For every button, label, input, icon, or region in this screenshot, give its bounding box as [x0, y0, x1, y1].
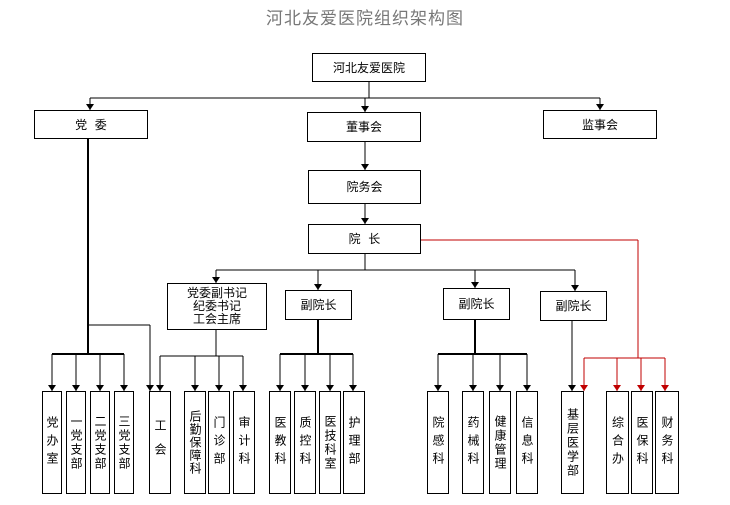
hospital-affairs-box: 院务会: [308, 170, 421, 204]
dept-information: 信息科: [516, 391, 538, 494]
root-box: 河北友爱医院: [312, 53, 426, 82]
dept-audit-label: 审计科: [237, 415, 251, 470]
dept-party-office: 党办室: [42, 391, 62, 494]
dept-outpatient: 门诊部: [208, 391, 230, 494]
vice-president-3-box: 副院长: [540, 291, 607, 321]
dept-infection-label: 院感科: [431, 415, 445, 470]
party-committee-label: 党 委: [75, 117, 107, 132]
dept-logistics: 后勤保障科: [184, 391, 206, 494]
dept-health-mgmt-label: 健康管理: [493, 414, 507, 471]
board-box: 董事会: [307, 112, 421, 142]
vice-president-1-label: 副院长: [300, 298, 337, 312]
dept-infection: 院感科: [427, 391, 449, 494]
vice-president-3-label: 副院长: [555, 299, 592, 313]
root-label: 河北友爱医院: [332, 60, 405, 75]
hospital-affairs-label: 院务会: [346, 180, 383, 194]
vice-president-1-box: 副院长: [285, 290, 352, 320]
party-deputy-line-2: 纪委书记: [192, 299, 241, 313]
dept-audit: 审计科: [233, 391, 255, 494]
party-deputy-line-3: 工会主席: [192, 312, 241, 326]
chart-title: 河北友爱医院组织架构图: [266, 9, 464, 29]
dept-branch-2-label: 二党支部: [93, 414, 107, 471]
supervisors-box: 监事会: [543, 110, 657, 139]
dept-branch-2: 二党支部: [90, 391, 110, 494]
dept-branch-1-label: 一党支部: [69, 414, 83, 471]
dept-pharmacy: 药械科: [462, 391, 484, 494]
vice-president-2-box: 副院长: [443, 288, 510, 320]
supervisors-label: 监事会: [581, 117, 618, 132]
party-committee-box: 党 委: [34, 110, 148, 139]
dept-quality-label: 质控科: [298, 415, 312, 470]
dept-med-tech-label: 医技科室: [323, 414, 337, 471]
dept-pharmacy-label: 药械科: [466, 415, 480, 470]
dept-nursing: 护理部: [343, 391, 365, 494]
dept-nursing-label: 护理部: [347, 415, 361, 470]
dept-education: 医教科: [269, 391, 291, 494]
dept-health-mgmt: 健康管理: [489, 391, 511, 494]
dept-party-office-label: 党办室: [45, 415, 59, 470]
dept-education-label: 医教科: [273, 415, 287, 470]
dept-general-office: 综合办: [606, 391, 629, 494]
dept-logistics-label: 后勤保障科: [188, 410, 202, 475]
dept-primary-care: 基层医学部: [561, 391, 584, 494]
dept-branch-3: 三党支部: [114, 391, 134, 494]
dept-finance-label: 财务科: [660, 415, 674, 470]
dept-union-label: 工会: [153, 418, 167, 467]
dept-union: 工会: [149, 391, 171, 494]
dept-branch-3-label: 三党支部: [117, 414, 131, 471]
president-box: 院 长: [308, 224, 421, 254]
dept-general-office-label: 综合办: [610, 415, 625, 470]
dept-outpatient-label: 门诊部: [212, 415, 226, 470]
dept-finance: 财务科: [655, 391, 679, 494]
dept-primary-care-label: 基层医学部: [565, 407, 580, 478]
vice-president-2-label: 副院长: [458, 297, 495, 311]
dept-insurance: 医保科: [631, 391, 653, 494]
president-label: 院 长: [348, 232, 381, 246]
dept-quality: 质控科: [294, 391, 316, 494]
board-label: 董事会: [345, 120, 382, 134]
party-deputy-box: 党委副书记 纪委书记 工会主席: [167, 283, 267, 330]
party-deputy-line-1: 党委副书记: [186, 286, 247, 300]
dept-med-tech: 医技科室: [319, 391, 341, 494]
dept-information-label: 信息科: [520, 415, 534, 470]
dept-branch-1: 一党支部: [66, 391, 86, 494]
dept-insurance-label: 医保科: [635, 415, 649, 470]
